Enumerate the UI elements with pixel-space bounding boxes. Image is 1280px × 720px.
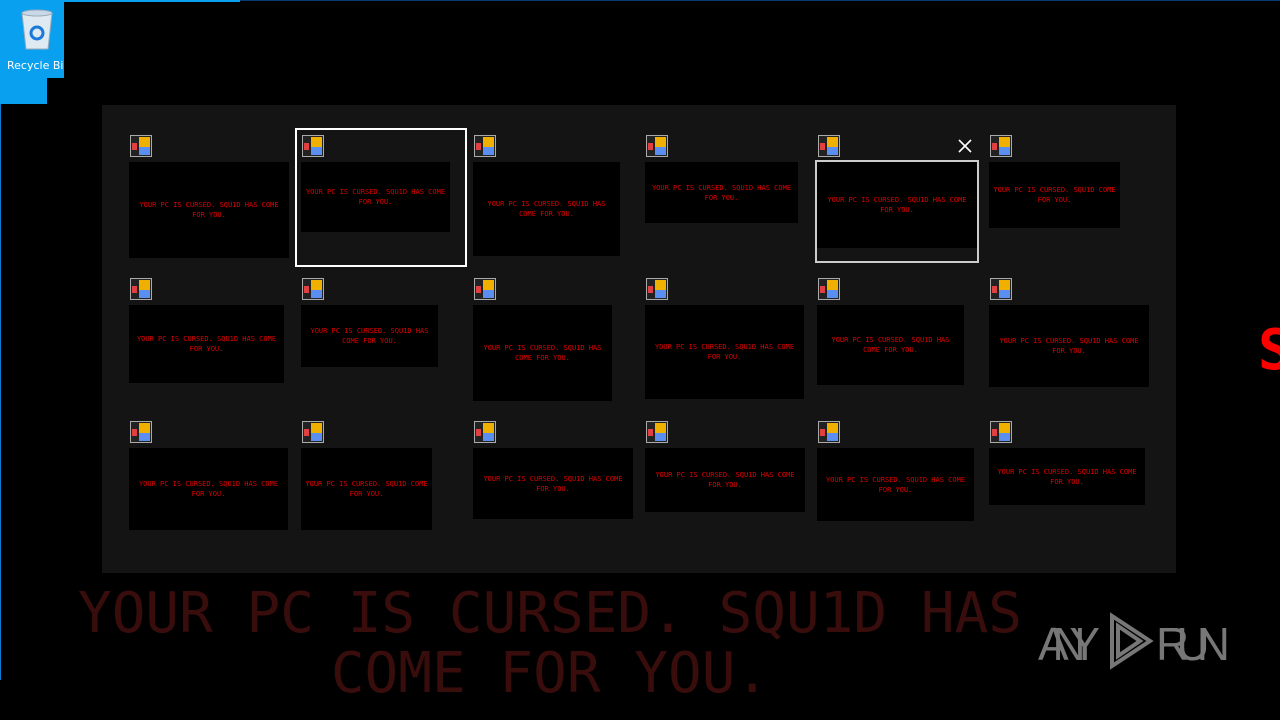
desktop-icon-recycle-bin[interactable]: Recycle Bin: [0, 0, 64, 78]
app-window-icon: [302, 135, 324, 157]
window-preview: YOUR PC IS CURSED. SQU1D HAS COME FOR YO…: [473, 305, 612, 401]
background-ransom-message: YOUR PC IS CURSED. SQU1D HAS COME FOR YO…: [70, 584, 1030, 704]
background-message-line1: YOUR PC IS CURSED. SQU1D HAS: [77, 581, 1022, 646]
window-preview: YOUR PC IS CURSED. SQU1D HAS COME FOR YO…: [301, 305, 438, 367]
app-window-icon: [130, 135, 152, 157]
window-preview-text: YOUR PC IS CURSED. SQU1D HAS COME FOR YO…: [487, 200, 606, 218]
app-window-icon: [130, 421, 152, 443]
window-preview-text: YOUR PC IS CURSED. SQU1D HAS COME FOR YO…: [825, 475, 966, 494]
window-preview: YOUR PC IS CURSED. SQU1D COME FOR YOU.: [989, 162, 1120, 228]
app-window-icon: [990, 135, 1012, 157]
app-window-icon: [990, 278, 1012, 300]
app-window-icon: [302, 278, 324, 300]
window-preview-text: YOUR PC IS CURSED. SQU1D HAS COME FOR YO…: [651, 183, 792, 202]
top-accent: [0, 0, 240, 2]
window-preview-text: YOUR PC IS CURSED. SQU1D HAS COME FOR YO…: [138, 480, 279, 498]
window-preview: YOUR PC IS CURSED. SQU1D HAS COME FOR YO…: [301, 162, 450, 232]
window-preview: YOUR PC IS CURSED. SQU1D HAS COME FOR YO…: [645, 305, 804, 399]
app-window-icon: [818, 135, 840, 157]
window-preview-text: YOUR PC IS CURSED. SQU1D HAS COME FOR YO…: [136, 335, 277, 353]
app-window-icon: [818, 421, 840, 443]
window-preview-text: YOUR PC IS CURSED. SQU1D COME FOR YOU.: [993, 186, 1116, 204]
window-preview: YOUR PC IS CURSED. SQU1D HAS COME FOR YO…: [645, 162, 798, 223]
window-preview-text: YOUR PC IS CURSED. SQU1D COME FOR YOU.: [305, 480, 428, 498]
window-preview: YOUR PC IS CURSED. SQU1D HAS COME FOR YO…: [645, 448, 805, 512]
window-preview-text: YOUR PC IS CURSED. SQU1D HAS COME FOR YO…: [310, 327, 429, 345]
app-window-icon: [990, 421, 1012, 443]
window-preview: YOUR PC IS CURSED. SQU1D COME FOR YOU.: [301, 448, 432, 530]
close-icon[interactable]: [956, 137, 974, 155]
app-window-icon: [646, 278, 668, 300]
recycle-bin-icon: [21, 9, 53, 50]
window-preview-text: YOUR PC IS CURSED. SQU1D HAS COME FOR YO…: [483, 474, 623, 493]
window-preview-text: YOUR PC IS CURSED. SQU1D HAS COME FOR YO…: [831, 336, 950, 354]
window-preview: YOUR PC IS CURSED. SQU1D HAS COME FOR YO…: [817, 162, 977, 248]
background-message-line2: COME FOR YOU.: [330, 641, 770, 706]
window-preview-text: YOUR PC IS CURSED. SQU1D HAS COME FOR YO…: [305, 188, 446, 206]
window-preview: YOUR PC IS CURSED. SQU1D HAS COME FOR YO…: [817, 305, 964, 385]
watermark-left: ANY: [1038, 618, 1100, 670]
window-preview: YOUR PC IS CURSED. SQU1D HAS COME FOR YO…: [989, 448, 1145, 505]
app-window-icon: [818, 278, 840, 300]
hovered-window-frame: [295, 128, 467, 267]
window-preview: YOUR PC IS CURSED. SQU1D HAS COME FOR YO…: [129, 162, 289, 258]
selected-window-frame: [815, 160, 979, 263]
window-preview-text: YOUR PC IS CURSED. SQU1D HAS COME FOR YO…: [654, 343, 795, 361]
window-preview: YOUR PC IS CURSED. SQU1D HAS COME FOR YO…: [989, 305, 1149, 387]
window-preview-text: YOUR PC IS CURSED. SQU1D HAS COME FOR YO…: [139, 201, 279, 219]
window-preview-text: YOUR PC IS CURSED. SQU1D HAS COME FOR YO…: [999, 337, 1139, 355]
app-window-icon: [474, 421, 496, 443]
recycle-bin-label: Recycle Bin: [7, 59, 64, 72]
top-accent: [240, 0, 1280, 1]
app-window-icon: [474, 135, 496, 157]
left-accent: [0, 0, 1, 680]
window-preview-text: YOUR PC IS CURSED. SQU1D HAS COME FOR YO…: [483, 344, 602, 362]
window-preview-text: YOUR PC IS CURSED. SQU1D HAS COME FOR YO…: [655, 471, 795, 489]
app-window-icon: [646, 135, 668, 157]
window-preview: YOUR PC IS CURSED. SQU1D HAS COME FOR YO…: [473, 162, 620, 256]
selection-highlight: [0, 78, 47, 104]
window-preview-text: YOUR PC IS CURSED. SQU1D HAS COME FOR YO…: [997, 467, 1137, 486]
anyrun-watermark-logo: ANY RUN: [1038, 612, 1230, 670]
window-preview-text: YOUR PC IS CURSED. SQU1D HAS COME FOR YO…: [827, 196, 967, 214]
watermark-right: RUN: [1156, 618, 1230, 670]
app-window-icon: [646, 421, 668, 443]
app-window-icon: [302, 421, 324, 443]
app-window-icon: [130, 278, 152, 300]
window-preview: YOUR PC IS CURSED. SQU1D HAS COME FOR YO…: [129, 448, 288, 530]
window-preview: YOUR PC IS CURSED. SQU1D HAS COME FOR YO…: [817, 448, 974, 521]
app-window-icon: [474, 278, 496, 300]
background-message-edge: S: [1258, 318, 1280, 383]
window-preview: YOUR PC IS CURSED. SQU1D HAS COME FOR YO…: [473, 448, 633, 519]
window-preview: YOUR PC IS CURSED. SQU1D HAS COME FOR YO…: [129, 305, 284, 383]
